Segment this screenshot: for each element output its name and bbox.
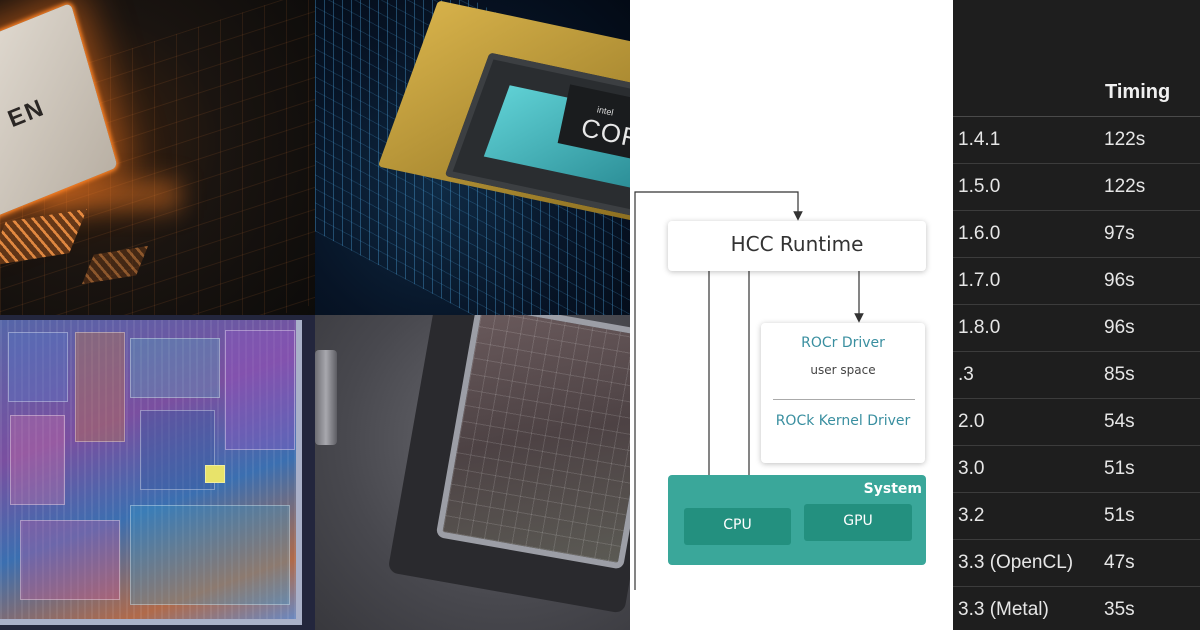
metal-pin [315,350,337,445]
driver-divider [773,399,915,400]
table-row: 3.0 51s [953,446,1200,493]
amd-chip-photo: EN [0,0,315,315]
table-row: 3.2 51s [953,493,1200,540]
cpu-label: CPU [723,517,752,533]
system-label: System [863,481,922,497]
version-cell: 1.4.1 [958,129,1001,150]
timing-table: Timing 1.4.1 122s 1.5.0 122s 1.6.0 97s 1.7.0 96… [953,0,1200,630]
table-row: 1.4.1 122s [953,117,1200,164]
timing-cell: 97s [1104,223,1135,244]
version-cell: 2.0 [958,411,985,432]
table-row: 1.8.0 96s [953,305,1200,352]
version-cell: 1.5.0 [958,176,1001,197]
cpu-box [684,508,791,545]
timing-cell: 96s [1104,270,1135,291]
timing-cell: 51s [1104,505,1135,526]
table-row: 3.3 (OpenCL) 47s [953,540,1200,587]
version-cell: 3.3 (Metal) [958,599,1049,620]
version-cell: 3.0 [958,458,985,479]
rocr-driver-label: ROCr Driver [801,335,885,351]
chip-package-photo [315,315,630,630]
table-row: 1.7.0 96s [953,258,1200,305]
die-block [20,520,120,600]
silicon-die [0,320,302,625]
timing-cell: 54s [1104,411,1135,432]
die-block [225,330,295,450]
timing-column-header: Timing [1105,81,1171,103]
intel-chip-photo: intel COR [315,0,630,315]
die-block [75,332,125,442]
version-cell: 3.2 [958,505,985,526]
version-cell: .3 [958,364,974,385]
table-row: .3 85s [953,352,1200,399]
timing-cell: 96s [1104,317,1135,338]
die-block [205,465,225,483]
timing-cell: 47s [1104,552,1135,573]
hcc-runtime-label: HCC Runtime [730,232,864,256]
feedback-arrow [634,191,803,590]
table-row: 3.3 (Metal) 35s [953,587,1200,630]
user-space-label: user space [810,363,876,377]
version-cell: 1.7.0 [958,270,1001,291]
table-row: 1.5.0 122s [953,164,1200,211]
version-cell: 1.8.0 [958,317,1001,338]
die-block [130,338,220,398]
die-block [8,332,68,402]
table-row: 2.0 54s [953,399,1200,446]
version-cell: 3.3 (OpenCL) [958,552,1074,573]
die-block [130,505,290,605]
die-block [140,410,215,490]
rock-kernel-driver-label: ROCk Kernel Driver [775,413,911,429]
version-cell: 1.6.0 [958,223,1001,244]
driver-box [761,323,925,463]
hcc-runtime-diagram: HCC Runtime ROCr Driver user space ROCk … [630,0,953,630]
timing-cell: 122s [1104,176,1146,197]
hcc-runtime-box [668,221,926,271]
gpu-box [804,504,912,541]
gpu-label: GPU [843,513,873,529]
die-block [10,415,65,505]
timing-cell: 51s [1104,458,1135,479]
timing-cell: 122s [1104,129,1146,150]
timing-cell: 35s [1104,599,1135,620]
die-shot-photo [0,315,315,630]
timing-cell: 85s [1104,364,1135,385]
table-row: 1.6.0 97s [953,211,1200,258]
